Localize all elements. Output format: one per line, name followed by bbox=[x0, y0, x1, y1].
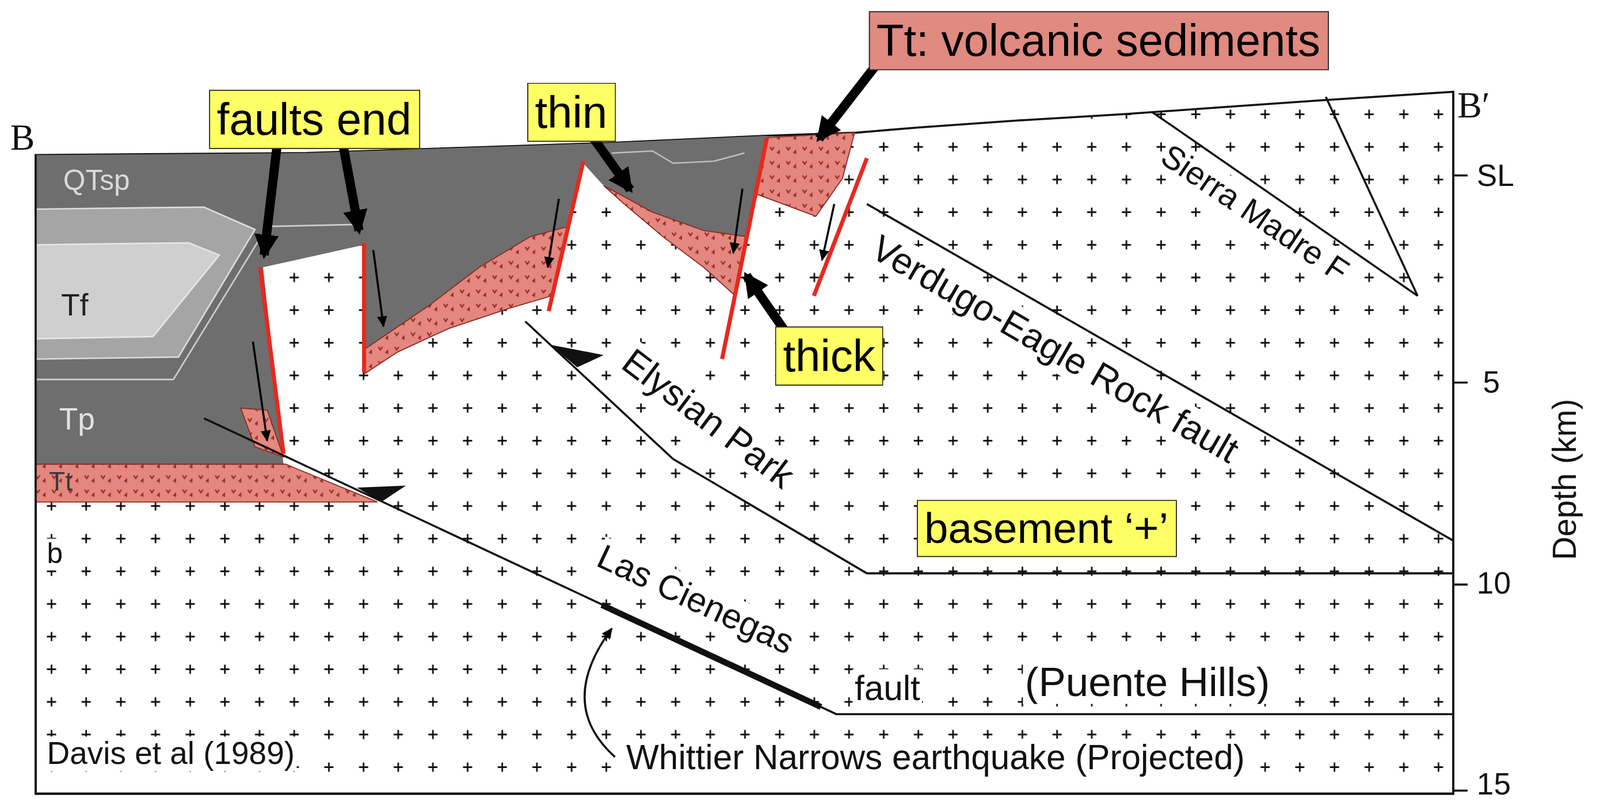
axis-title: Depth (km) bbox=[1547, 396, 1584, 563]
slip-arrow bbox=[373, 249, 384, 327]
unit-label: Tt bbox=[47, 467, 75, 497]
section-end: B bbox=[8, 118, 37, 159]
volcanic-layer bbox=[35, 132, 855, 502]
callout-box: thin bbox=[526, 82, 616, 143]
sediment-fill bbox=[35, 207, 255, 360]
place-name: (Puente Hills) bbox=[1022, 658, 1272, 704]
callout-box: faults end bbox=[208, 89, 420, 150]
volcanic-layer bbox=[364, 226, 569, 373]
callout-box: basement ‘+’ bbox=[916, 499, 1177, 557]
fault-line bbox=[203, 418, 1454, 715]
section-end: B′ bbox=[1455, 85, 1493, 127]
callout-text: thin bbox=[534, 87, 608, 137]
thrust-arrowhead bbox=[550, 344, 604, 368]
slip-arrow bbox=[252, 341, 268, 441]
basement-rock bbox=[35, 91, 1454, 794]
callout-text: thick bbox=[782, 331, 875, 382]
axis-tick-label: 10 bbox=[1474, 565, 1513, 600]
axis-tick-label: SL bbox=[1474, 158, 1516, 192]
projection-arrow bbox=[584, 628, 616, 757]
unit-label: Tf bbox=[59, 287, 91, 322]
sediment-fill bbox=[35, 135, 768, 465]
slip-arrow bbox=[733, 188, 743, 254]
sediment-fill bbox=[35, 224, 357, 380]
normal-fault bbox=[548, 161, 584, 311]
callout-arrow bbox=[746, 275, 786, 331]
source-note: Davis et al (1989) bbox=[44, 736, 297, 771]
slip-arrow bbox=[821, 203, 834, 260]
axis-tick-label: 5 bbox=[1480, 364, 1503, 399]
fault-line bbox=[203, 96, 1454, 714]
unit-label: QTsp bbox=[61, 165, 132, 197]
normal-fault bbox=[362, 242, 367, 373]
callout-box: thick bbox=[775, 326, 884, 386]
sediment-fill bbox=[35, 242, 220, 339]
depth-axis bbox=[1453, 175, 1468, 791]
normal-fault bbox=[813, 158, 867, 296]
axis-tick-label: 15 bbox=[1474, 767, 1513, 801]
callout-arrow bbox=[264, 142, 278, 255]
sediment-fill bbox=[35, 135, 768, 465]
callout-text: faults end bbox=[216, 94, 412, 144]
depth-axis bbox=[35, 91, 1468, 794]
sediment-fill bbox=[611, 150, 745, 163]
thrust-arrowhead bbox=[356, 485, 406, 502]
volcanic-layer bbox=[603, 185, 748, 296]
unit-label: b bbox=[44, 538, 66, 571]
projection-arrow bbox=[584, 628, 616, 757]
slip-arrow bbox=[252, 188, 834, 441]
normal-fault bbox=[260, 137, 867, 454]
slip-arrow bbox=[547, 199, 559, 268]
callout-arrow bbox=[342, 142, 359, 231]
basement-rock bbox=[35, 91, 1454, 794]
note: Whittier Narrows earthquake (Projected) bbox=[623, 738, 1247, 777]
unit-key-box: Tt: volcanic sediments bbox=[868, 10, 1329, 71]
thrust-arrowhead bbox=[356, 344, 604, 502]
normal-fault bbox=[260, 267, 284, 454]
unit-label: Tp bbox=[56, 401, 97, 436]
fault-line bbox=[1152, 112, 1418, 296]
volcanic-layer bbox=[35, 463, 378, 502]
fault-line bbox=[866, 203, 1454, 541]
callout-arrow bbox=[818, 61, 880, 139]
fault-line bbox=[525, 321, 1454, 574]
normal-fault bbox=[722, 137, 768, 360]
depth-axis bbox=[35, 91, 1454, 794]
callout-text: basement ‘+’ bbox=[924, 504, 1169, 552]
fault-name: fault bbox=[852, 668, 923, 707]
volcanic-layer bbox=[755, 132, 855, 216]
callout-text: Tt: volcanic sediments bbox=[876, 16, 1321, 66]
